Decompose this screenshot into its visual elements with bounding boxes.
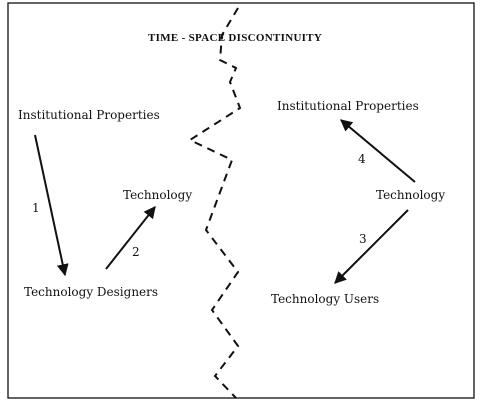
arrow-1-number: 1 — [32, 201, 40, 215]
arrow-2-number: 2 — [132, 245, 140, 259]
diagram-frame — [7, 2, 475, 399]
right-institutional-properties-label: Institutional Properties — [277, 99, 419, 113]
arrow-1 — [34, 134, 69, 277]
arrow-3-number: 3 — [359, 232, 367, 246]
arrow-3 — [334, 209, 409, 284]
arrow-4-number: 4 — [358, 152, 366, 166]
left-technology-label: Technology — [123, 188, 192, 202]
arrow-2 — [105, 206, 156, 270]
right-technology-label: Technology — [376, 188, 445, 202]
arrow-4 — [340, 119, 416, 183]
discontinuity-line — [187, 7, 242, 399]
left-technology-designers-label: Technology Designers — [24, 285, 158, 299]
diagram-title: TIME - SPACE DISCONTINUITY — [148, 32, 322, 44]
right-technology-users-label: Technology Users — [271, 292, 379, 306]
left-institutional-properties-label: Institutional Properties — [18, 108, 160, 122]
